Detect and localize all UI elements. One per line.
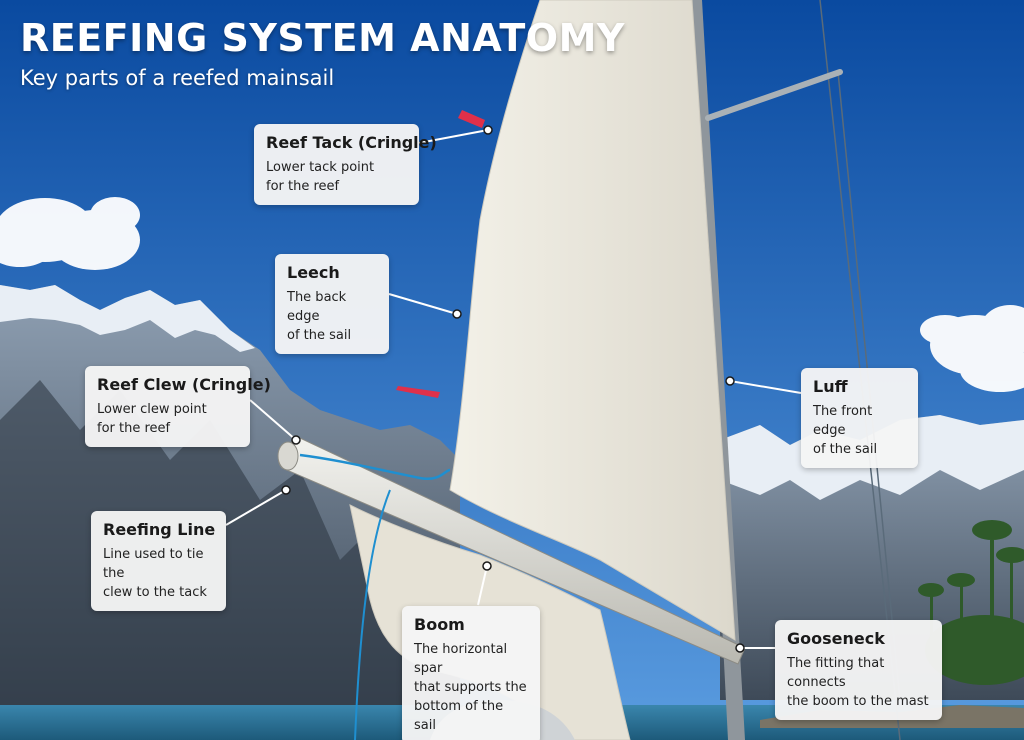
- label-desc: The back edge of the sail: [287, 288, 377, 345]
- label-name: Reef Clew (Cringle): [97, 375, 271, 394]
- label-name: Leech: [287, 263, 340, 282]
- label-desc-line: bottom of the sail: [414, 699, 504, 733]
- diagram-title: REEFING SYSTEM ANATOMY: [20, 16, 625, 60]
- label-desc: The horizontal spar that supports the bo…: [414, 640, 528, 735]
- reef-tack-tie: [458, 110, 485, 128]
- reef-clew-tie: [396, 386, 440, 398]
- label-desc-line: for the reef: [266, 179, 340, 194]
- label-reef-clew: Reef Clew (Cringle) Lower clew point for…: [85, 366, 271, 447]
- label-name: Luff: [813, 377, 848, 396]
- label-desc-line: Lower tack point: [266, 160, 375, 175]
- label-name: Reefing Line: [103, 520, 216, 539]
- label-desc-line: The back edge: [287, 290, 347, 324]
- label-name: Gooseneck: [787, 629, 885, 648]
- ridge-left: [0, 380, 460, 710]
- label-desc-line: Lower clew point: [97, 402, 207, 417]
- label-reef-tack: Reef Tack (Cringle) Lower tack point for…: [254, 124, 437, 205]
- label-desc-line: The fitting that connects: [787, 656, 885, 690]
- label-luff: Luff The front edge of the sail: [801, 368, 918, 468]
- cloud-right: [920, 305, 1024, 392]
- label-desc: Lower clew point for the reef: [97, 400, 238, 438]
- label-boom: Boom The horizontal spar that supports t…: [402, 606, 540, 740]
- label-desc-line: of the sail: [813, 442, 878, 457]
- label-desc: Lower tack point for the reef: [266, 158, 407, 196]
- reefing-line: [299, 453, 451, 481]
- leader-lines: [225, 129, 802, 649]
- label-desc-line: of the sail: [287, 328, 352, 343]
- label-desc-line: Line used to tie the: [103, 547, 204, 581]
- label-desc: Line used to tie the clew to the tack: [103, 545, 214, 602]
- label-reefing-line: Reefing Line Line used to tie the clew t…: [91, 511, 226, 611]
- cloud-left: [0, 197, 140, 270]
- label-name: Boom: [414, 615, 465, 634]
- diagram-subtitle: Key parts of a reefed mainsail: [20, 66, 335, 90]
- reefing-line-tail: [354, 489, 391, 740]
- label-desc-line: The front edge: [813, 404, 873, 438]
- label-gooseneck: Gooseneck The fitting that connects the …: [775, 620, 942, 720]
- mainsail: [449, 0, 736, 641]
- boom-end-cap: [277, 441, 299, 471]
- label-desc: The fitting that connects the boom to th…: [787, 654, 930, 711]
- label-name: Reef Tack (Cringle): [266, 133, 437, 152]
- spreader: [705, 69, 843, 121]
- label-desc-line: The horizontal spar: [414, 642, 508, 676]
- label-desc: The front edge of the sail: [813, 402, 906, 459]
- snow-left: [0, 285, 255, 352]
- label-leech: Leech The back edge of the sail: [275, 254, 389, 354]
- label-desc-line: clew to the tack: [103, 585, 207, 600]
- label-desc-line: the boom to the mast: [787, 694, 929, 709]
- label-desc-line: for the reef: [97, 421, 171, 436]
- leader-points: [281, 125, 745, 653]
- label-desc-line: that supports the: [414, 680, 527, 695]
